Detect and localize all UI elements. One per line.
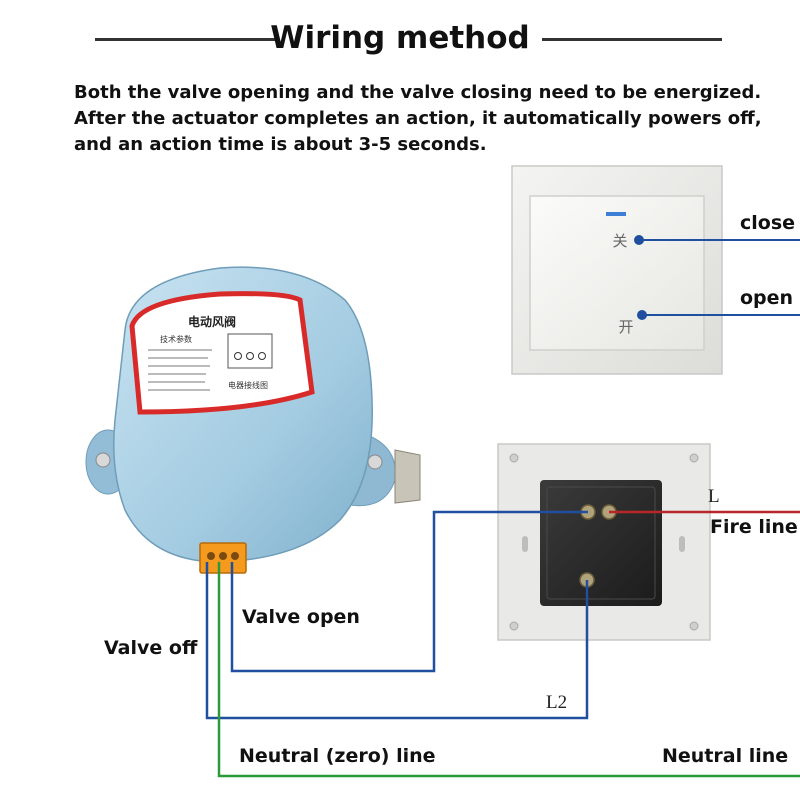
label-neutral-zero-line: Neutral (zero) line bbox=[239, 745, 436, 767]
wire-neutral bbox=[217, 562, 800, 778]
label-open: open bbox=[740, 287, 794, 309]
terminal-screw-1 bbox=[207, 552, 215, 560]
actuator-spec-lines bbox=[148, 349, 212, 391]
description-line-1: Both the valve opening and the valve clo… bbox=[74, 82, 762, 103]
label-fire-line: Fire line bbox=[710, 516, 798, 538]
terminal-screw-3 bbox=[231, 552, 239, 560]
switch-module-inner bbox=[546, 486, 656, 600]
plate-hole-tl bbox=[509, 453, 519, 463]
switch-indicator bbox=[606, 212, 626, 216]
label-valve-off: Valve off bbox=[104, 637, 198, 659]
page-title: Wiring method bbox=[270, 20, 530, 56]
label-l2: L2 bbox=[546, 692, 567, 713]
close-char: 关 bbox=[612, 232, 627, 250]
plate-hole-tr bbox=[689, 453, 699, 463]
switch-pointers bbox=[634, 235, 800, 320]
actuator: 电动风阀 技术参数 电器接线图 bbox=[85, 266, 421, 574]
description-line-3: and an action time is about 3-5 seconds. bbox=[74, 134, 487, 155]
plate-slot-left bbox=[522, 536, 528, 552]
screw-right-icon bbox=[367, 454, 383, 470]
plate-hole-bl bbox=[509, 621, 519, 631]
actuator-shaft bbox=[394, 449, 421, 504]
open-char: 开 bbox=[618, 318, 633, 336]
switch-rocker bbox=[529, 195, 705, 351]
wires bbox=[205, 510, 800, 778]
wire-valve-off bbox=[205, 562, 589, 720]
actuator-label-subtitle: 技术参数 bbox=[160, 334, 192, 344]
actuator-label-wiring: 电器接线图 bbox=[228, 380, 268, 390]
terminal-screw-2 bbox=[219, 552, 227, 560]
label-neutral-line: Neutral line bbox=[662, 745, 789, 767]
open-pointer-dot bbox=[637, 310, 647, 320]
wire-valve-open bbox=[230, 510, 588, 673]
label-valve-open: Valve open bbox=[242, 606, 360, 628]
label-l: L bbox=[708, 486, 720, 507]
title-left-rule bbox=[95, 38, 278, 41]
description: Both the valve opening and the valve clo… bbox=[74, 80, 794, 158]
actuator-label bbox=[129, 291, 315, 415]
actuator-wiring-schematic bbox=[227, 333, 273, 369]
screw-left-icon bbox=[95, 452, 111, 468]
plate-slot-right bbox=[679, 536, 685, 552]
switch-backbox bbox=[497, 443, 711, 641]
close-pointer-dot bbox=[634, 235, 644, 245]
title-right-rule bbox=[542, 38, 722, 41]
title-bar: Wiring method bbox=[0, 18, 800, 58]
description-line-2: After the actuator completes an action, … bbox=[74, 108, 762, 129]
plate-hole-br bbox=[689, 621, 699, 631]
wall-switch: 关 开 bbox=[511, 165, 723, 375]
switch-module bbox=[540, 480, 662, 606]
actuator-label-title: 电动风阀 bbox=[188, 314, 236, 329]
label-close: close bbox=[740, 212, 796, 234]
